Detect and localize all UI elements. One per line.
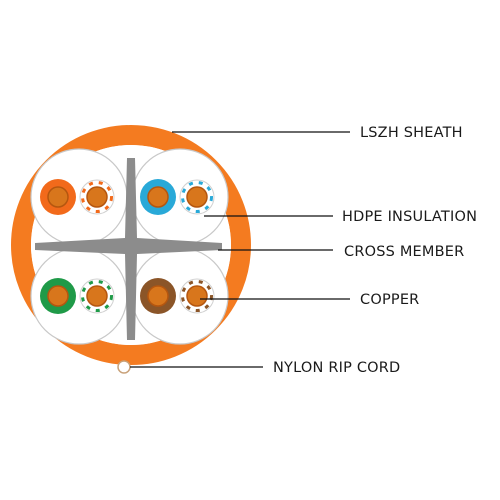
white-green-stripe [81, 280, 113, 312]
label-nylon-rip-cord: NYLON RIP CORD [273, 360, 400, 376]
green-copper [47, 285, 69, 307]
lszh-sheath [11, 125, 251, 365]
white-blue-stripe [181, 181, 213, 213]
label-hdpe-insulation: HDPE INSULATION [342, 209, 477, 225]
blue-pair [140, 179, 215, 215]
white-orange-copper [86, 186, 108, 208]
blue-copper [147, 186, 169, 208]
green-pair [40, 278, 115, 314]
white-green-copper [86, 285, 108, 307]
white-brown-copper [186, 285, 208, 307]
white-blue-copper [186, 186, 208, 208]
white-brown-stripe [181, 280, 213, 312]
orange-pair [40, 179, 115, 215]
orange-copper [47, 186, 69, 208]
label-copper: COPPER [360, 292, 419, 308]
brown-pair [140, 278, 215, 314]
white-orange-stripe [81, 181, 113, 213]
brown-copper [147, 285, 169, 307]
label-lszh-sheath: LSZH SHEATH [360, 125, 463, 141]
label-cross-member: CROSS MEMBER [344, 244, 464, 260]
cross-member [35, 158, 222, 340]
nylon-rip-cord [117, 360, 131, 374]
